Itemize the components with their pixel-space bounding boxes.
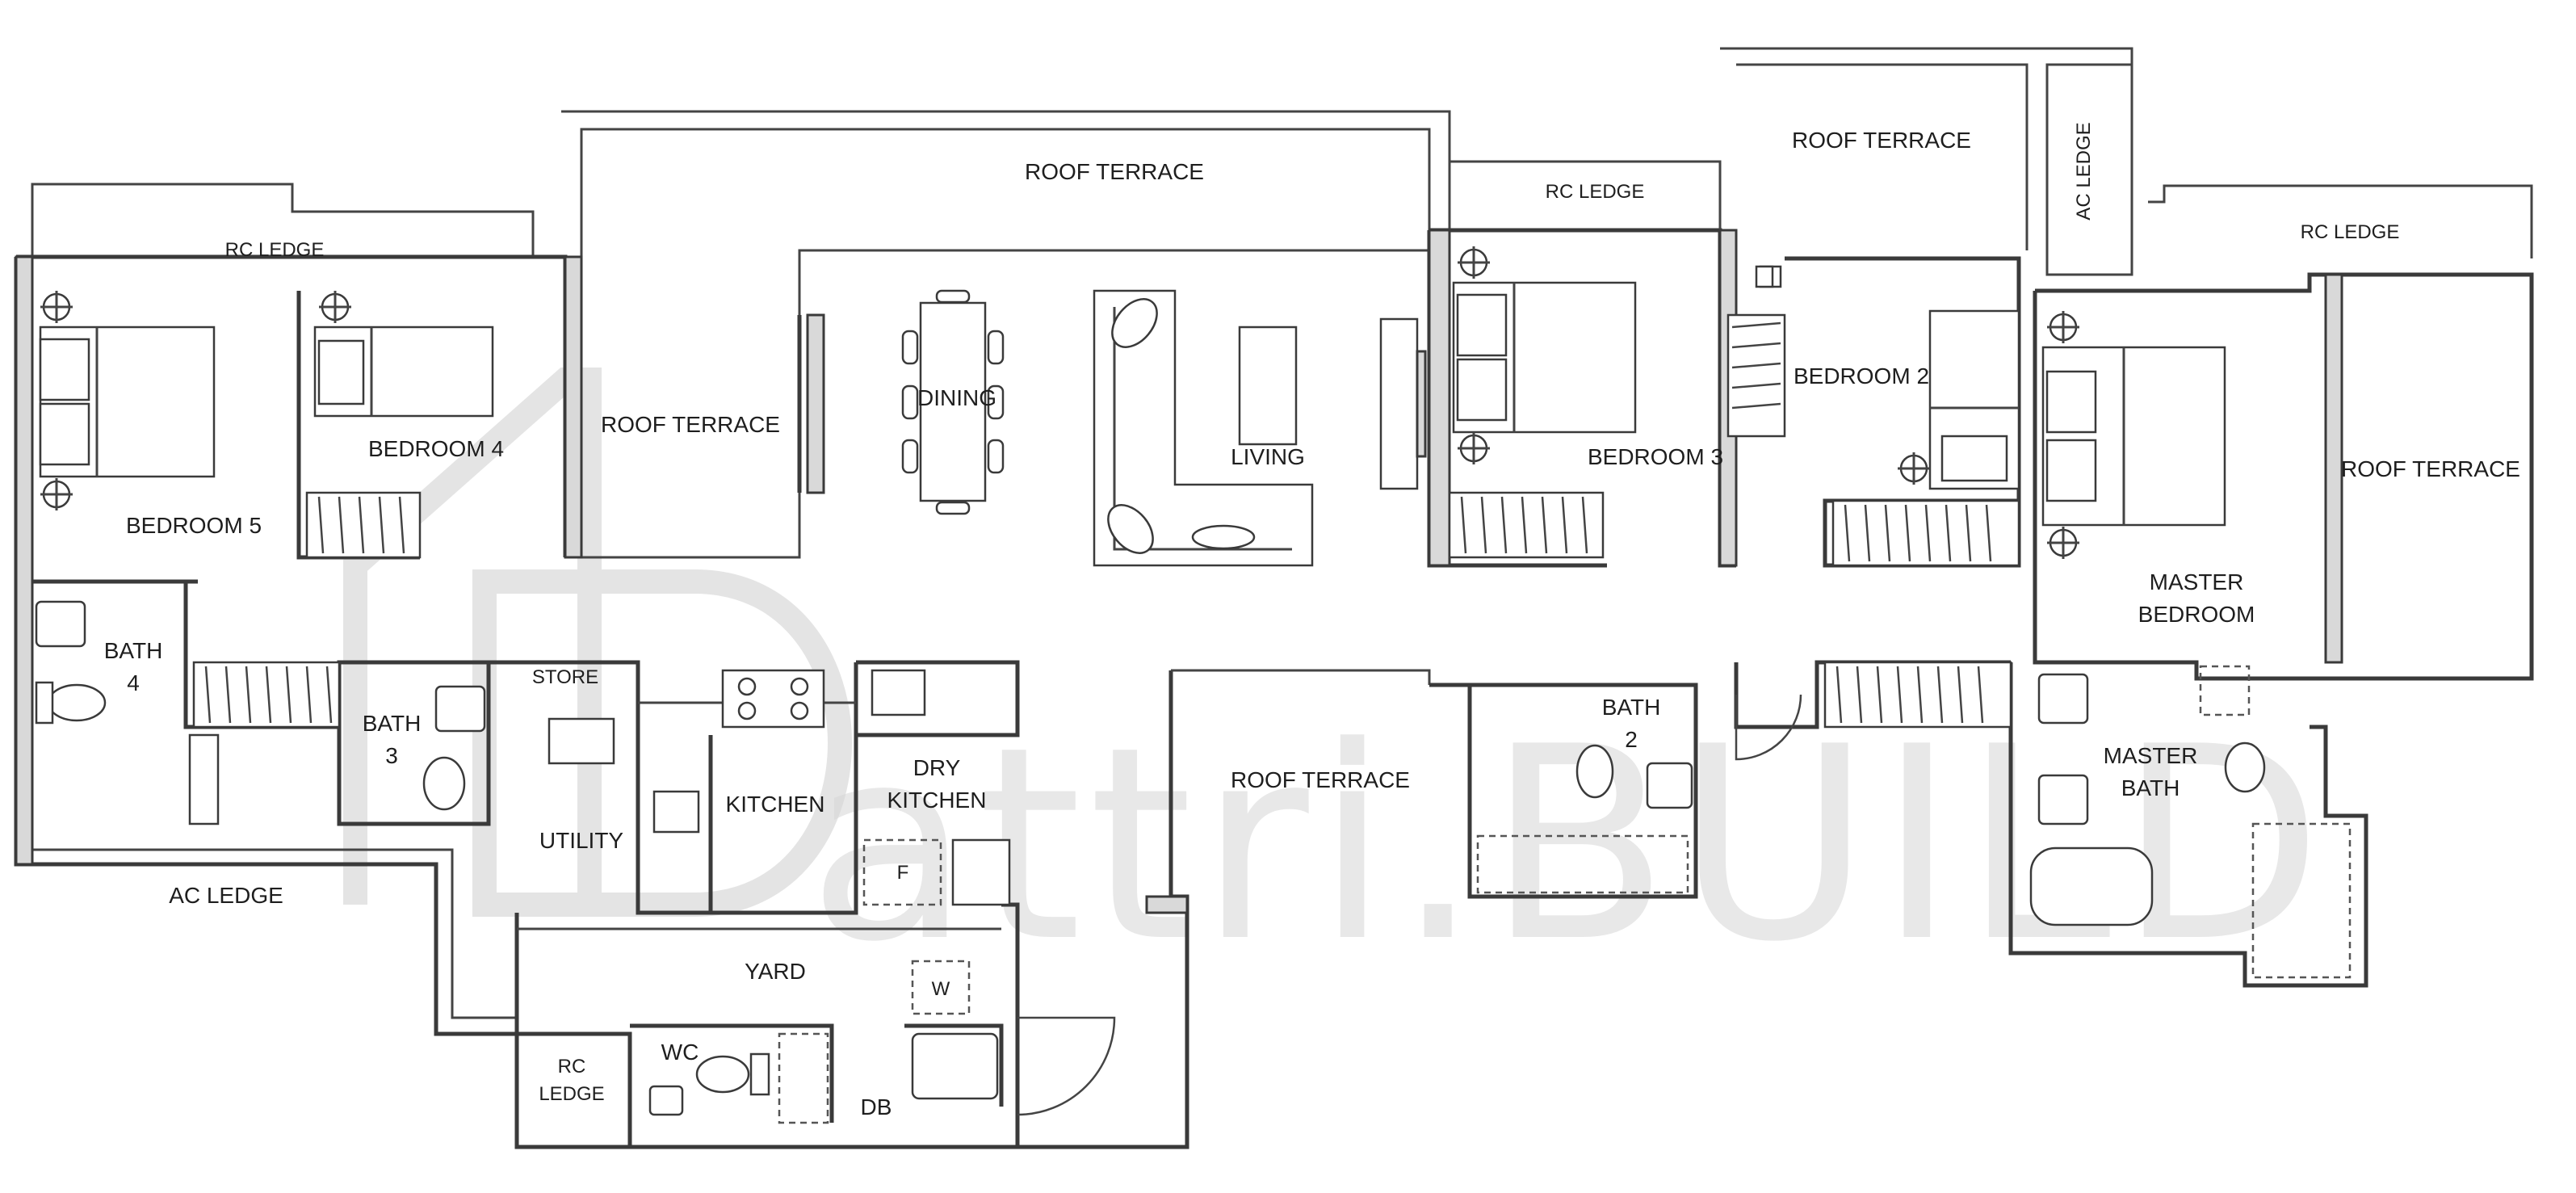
wardrobe-bedroom-4 bbox=[305, 491, 422, 559]
bed-bedroom-4 bbox=[313, 291, 494, 418]
label-master-bath-line1: MASTER bbox=[2104, 743, 2198, 768]
label-db: DB bbox=[861, 1094, 892, 1119]
label-utility: UTILITY bbox=[539, 828, 624, 853]
label-ac-ledge-bottom: AC LEDGE bbox=[169, 883, 283, 908]
sofa bbox=[1093, 289, 1314, 567]
wardrobe-bedroom-5 bbox=[192, 661, 341, 729]
label-master-bath-line2: BATH bbox=[2121, 775, 2180, 800]
label-roof-terrace-left: ROOF TERRACE bbox=[601, 412, 780, 437]
label-bath-3-line1: BATH bbox=[363, 711, 422, 736]
label-fridge: F bbox=[897, 862, 909, 884]
tv-console bbox=[1379, 317, 1427, 490]
doors bbox=[1017, 694, 1802, 1116]
label-roof-terrace-center: ROOF TERRACE bbox=[1231, 767, 1410, 792]
bath-fixtures bbox=[35, 600, 2352, 1124]
wardrobe-master bbox=[1823, 661, 2012, 729]
furniture bbox=[39, 246, 2226, 567]
label-bath-4-line2: 4 bbox=[127, 670, 140, 695]
label-roof-terrace-right: ROOF TERRACE bbox=[2341, 456, 2520, 481]
bed-bedroom-5 bbox=[39, 291, 216, 510]
bed-bedroom-3 bbox=[1452, 246, 1637, 464]
dining-table bbox=[901, 289, 1005, 515]
label-bath-2-line2: 2 bbox=[1625, 727, 1638, 752]
label-rc-ledge-bottom-line1: RC bbox=[558, 1056, 586, 1077]
label-bedroom-3: BEDROOM 3 bbox=[1588, 444, 1723, 469]
kitchen-fixtures bbox=[548, 669, 1011, 906]
label-yard: YARD bbox=[745, 959, 806, 984]
wardrobes bbox=[192, 313, 2020, 729]
label-bedroom-4: BEDROOM 4 bbox=[368, 436, 504, 461]
label-bath-4-line1: BATH bbox=[104, 638, 163, 663]
label-bath-2-line1: BATH bbox=[1602, 695, 1661, 720]
label-store: STORE bbox=[532, 666, 598, 688]
label-washer: W bbox=[932, 978, 950, 1000]
label-rc-ledge-right: RC LEDGE bbox=[2301, 221, 2400, 243]
label-living: LIVING bbox=[1231, 444, 1305, 469]
label-wc: WC bbox=[661, 1040, 699, 1065]
ac-unit bbox=[1755, 265, 1774, 288]
label-dry-kitchen-line2: KITCHEN bbox=[887, 788, 987, 813]
label-kitchen: KITCHEN bbox=[726, 792, 825, 817]
label-roof-terrace-upper-right: ROOF TERRACE bbox=[1792, 128, 1971, 153]
label-master-bedroom-line1: MASTER bbox=[2150, 569, 2244, 594]
label-bedroom-2: BEDROOM 2 bbox=[1794, 363, 1929, 389]
watermark: attri.BUILD bbox=[343, 368, 2329, 1000]
wardrobe-bedroom-2-side bbox=[1726, 313, 1786, 438]
label-rc-ledge-left: RC LEDGE bbox=[225, 239, 325, 261]
watermark-text: attri.BUILD bbox=[808, 690, 2329, 1000]
label-rc-ledge-bottom-line2: LEDGE bbox=[539, 1083, 604, 1105]
label-dry-kitchen-line1: DRY bbox=[913, 755, 961, 780]
bed-master-bedroom bbox=[2041, 311, 2226, 559]
label-ac-ledge-vertical: AC LEDGE bbox=[2073, 122, 2095, 220]
wardrobe-bedroom-2 bbox=[1831, 499, 2020, 567]
label-bedroom-5: BEDROOM 5 bbox=[126, 513, 262, 538]
label-rc-ledge-mid: RC LEDGE bbox=[1546, 181, 1645, 203]
label-master-bedroom-line2: BEDROOM bbox=[2138, 602, 2255, 627]
label-roof-terrace-top: ROOF TERRACE bbox=[1025, 159, 1204, 184]
wardrobe-bedroom-3 bbox=[1448, 491, 1605, 559]
coffee-table bbox=[1238, 326, 1298, 446]
label-bath-3-line2: 3 bbox=[385, 743, 398, 768]
bed-bedroom-2 bbox=[1759, 265, 2020, 490]
label-dining: DINING bbox=[917, 385, 996, 410]
room-labels: RC LEDGE BEDROOM 5 BEDROOM 4 ROOF TERRAC… bbox=[104, 122, 2520, 1119]
